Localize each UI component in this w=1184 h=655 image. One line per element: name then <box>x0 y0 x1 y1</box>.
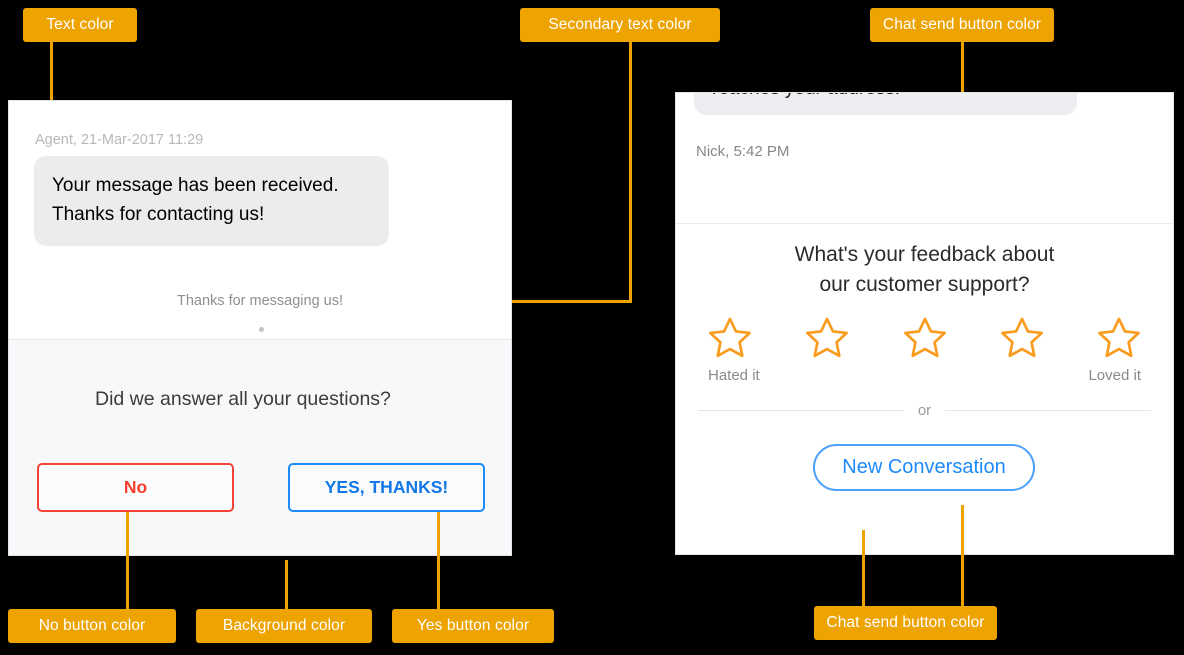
callout-text-color: Text color <box>23 8 137 42</box>
rating-low-label: Hated it <box>708 367 760 384</box>
feedback-section: What's your feedback about our customer … <box>676 224 1173 554</box>
message-meta-nick: Nick, 5:42 PM <box>696 143 790 160</box>
pager-dot <box>259 327 264 332</box>
callout-secondary-text-color: Secondary text color <box>520 8 720 42</box>
divider-rule-right <box>945 410 1151 411</box>
star-4-icon[interactable] <box>996 312 1048 362</box>
new-conversation-button[interactable]: New Conversation <box>813 444 1035 491</box>
leader-line-send-bottom-right <box>961 505 964 606</box>
callout-label: Chat send button color <box>826 614 985 631</box>
leader-line-send-bottom-left <box>862 530 865 606</box>
leader-line-no-button <box>126 512 129 609</box>
or-divider: or <box>698 402 1151 419</box>
callout-no-button-color: No button color <box>8 609 176 643</box>
chat-transcript-right: reaches your address. Nick, 5:42 PM <box>676 93 1173 223</box>
yes-button-label: YES, THANKS! <box>324 477 449 497</box>
survey-question: Did we answer all your questions? <box>95 388 391 410</box>
feedback-title: What's your feedback about our customer … <box>676 240 1173 300</box>
leader-line-yes-button <box>437 512 440 609</box>
section-divider <box>676 223 1173 224</box>
no-button[interactable]: No <box>37 463 234 512</box>
message-meta-agent: Agent, 21-Mar-2017 11:29 <box>35 132 204 148</box>
no-button-label: No <box>123 477 148 497</box>
star-rating[interactable] <box>704 312 1145 362</box>
chat-transcript-left: Agent, 21-Mar-2017 11:29 Your message ha… <box>9 101 511 339</box>
callout-label: Chat send button color <box>882 16 1042 33</box>
callout-label: No button color <box>38 617 146 634</box>
rating-high-label: Loved it <box>1088 367 1141 384</box>
chat-widget-right: reaches your address. Nick, 5:42 PM What… <box>675 92 1174 555</box>
system-note: Thanks for messaging us! <box>176 293 344 309</box>
chat-widget-left: Agent, 21-Mar-2017 11:29 Your message ha… <box>8 100 512 556</box>
callout-yes-button-color: Yes button color <box>392 609 554 643</box>
star-3-icon[interactable] <box>899 312 951 362</box>
or-label: or <box>917 402 932 419</box>
callout-label: Text color <box>46 16 114 33</box>
leader-line-secondary-vertical <box>629 42 632 302</box>
feedback-title-line-2: our customer support? <box>819 273 1030 296</box>
callout-background-color: Background color <box>196 609 372 643</box>
star-5-icon[interactable] <box>1093 312 1145 362</box>
callout-chat-send-button-color-bottom: Chat send button color <box>814 606 997 640</box>
star-rating-labels: Hated it Loved it <box>708 367 1141 384</box>
star-1-icon[interactable] <box>704 312 756 362</box>
callout-chat-send-button-color-top: Chat send button color <box>870 8 1054 42</box>
star-2-icon[interactable] <box>801 312 853 362</box>
new-conversation-label: New Conversation <box>842 456 1006 478</box>
callout-label: Background color <box>222 617 346 634</box>
divider-rule-left <box>698 410 904 411</box>
leader-line-background-color <box>285 560 288 609</box>
survey-footer: Did we answer all your questions? No YES… <box>9 339 511 555</box>
callout-label: Yes button color <box>416 617 530 634</box>
agent-message-bubble: Your message has been received. Thanks f… <box>27 156 389 246</box>
callout-label: Secondary text color <box>548 16 692 33</box>
agent-message-bubble-right: reaches your address. <box>688 93 1077 115</box>
yes-thanks-button[interactable]: YES, THANKS! <box>288 463 485 512</box>
feedback-title-line-1: What's your feedback about <box>794 243 1055 266</box>
